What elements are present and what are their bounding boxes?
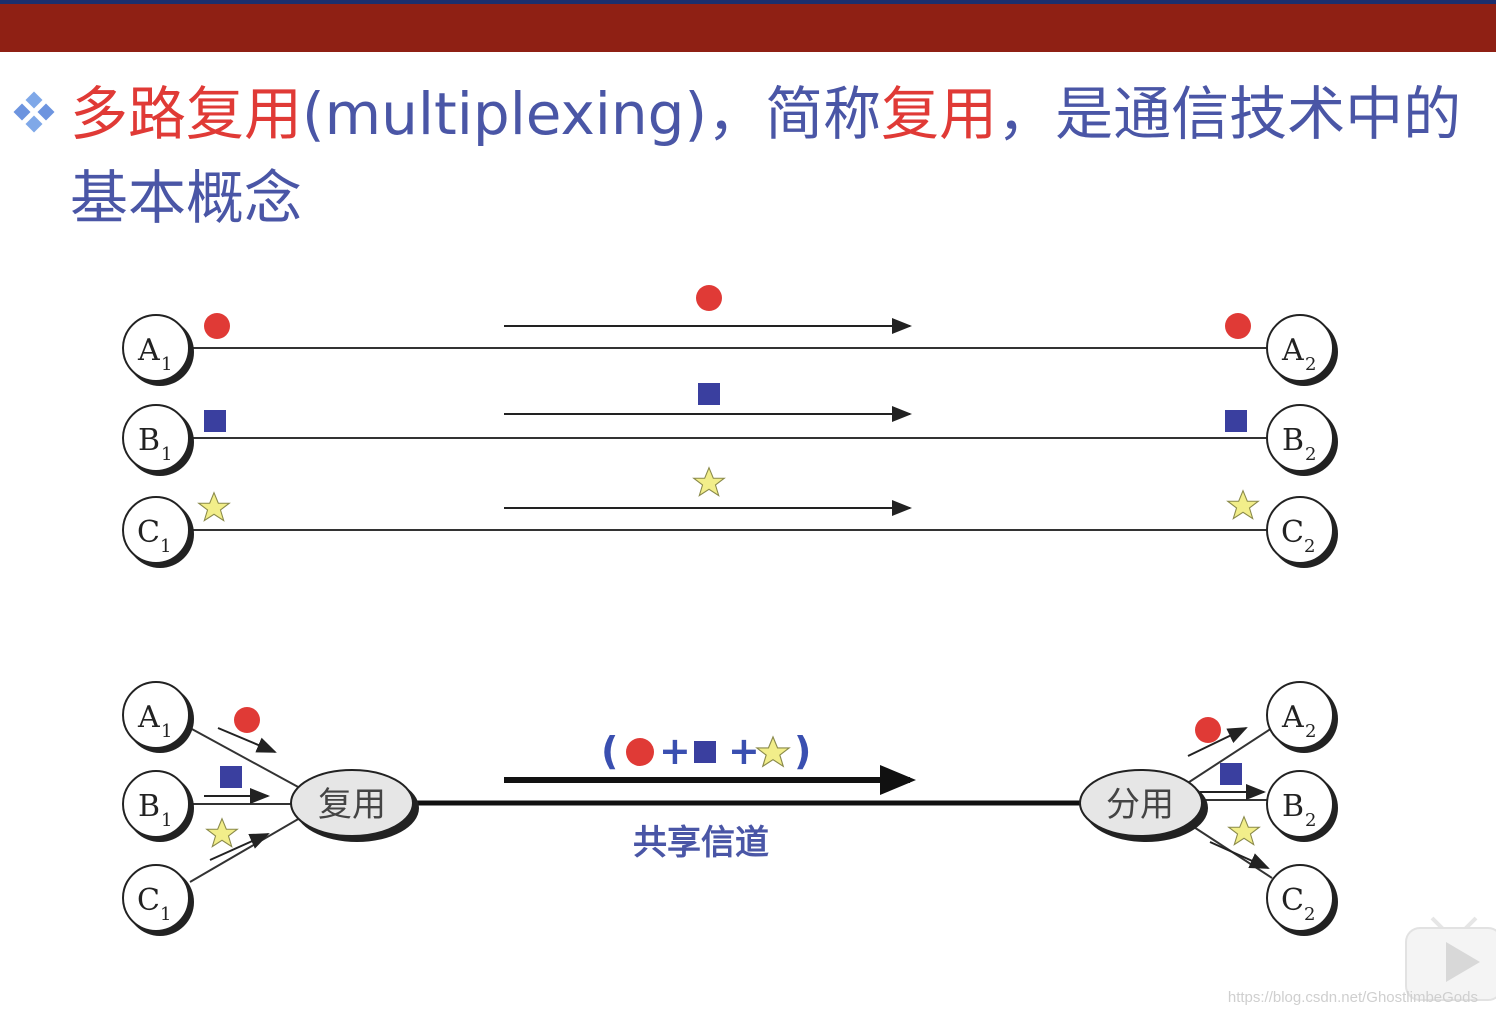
title-term: 多路复用 — [70, 80, 303, 148]
feed-arrow-a1 — [217, 727, 277, 753]
svg-text:1: 1 — [161, 721, 172, 742]
svg-text:(: ( — [601, 729, 618, 773]
star-signal-icon — [206, 818, 238, 848]
svg-text:2: 2 — [1304, 536, 1315, 557]
star-signal-icon — [1227, 490, 1259, 520]
square-signal-icon — [1220, 763, 1242, 785]
svg-text:分用: 分用 — [1106, 785, 1174, 825]
out-arrow-c2 — [1209, 841, 1270, 869]
square-signal-icon — [698, 383, 720, 405]
svg-text:C: C — [137, 883, 160, 918]
svg-text:2: 2 — [1305, 810, 1316, 831]
circle-signal-icon — [696, 285, 722, 311]
square-signal-icon — [694, 741, 716, 763]
circle-signal-icon — [626, 738, 654, 766]
svg-text:2: 2 — [1304, 904, 1315, 925]
svg-text:C: C — [137, 515, 160, 550]
svg-text:1: 1 — [161, 810, 172, 831]
square-signal-icon — [220, 766, 242, 788]
svg-text:+: + — [659, 729, 691, 773]
demux-node: 分用 — [1079, 769, 1208, 842]
svg-text:A: A — [1281, 700, 1304, 735]
svg-text:A: A — [137, 333, 160, 368]
feed-line-a1 — [189, 727, 301, 789]
circle-signal-icon — [204, 313, 230, 339]
mux-node: 复用 — [290, 769, 419, 842]
combined-signal: ( + + ) — [601, 729, 811, 773]
title-text-2: ，是通信技术中的基本概念 — [70, 80, 1462, 232]
title-text-1: (multiplexing)，简称 — [302, 80, 882, 148]
star-signal-icon — [693, 467, 725, 497]
star-signal-icon — [198, 492, 230, 522]
title-term-short: 复用 — [881, 80, 998, 148]
circle-signal-icon — [1225, 313, 1251, 339]
square-signal-icon — [1225, 410, 1247, 432]
watermark: https://blog.csdn.net/GhostlimbeGods — [1227, 989, 1478, 1006]
svg-text:): ) — [794, 729, 811, 773]
square-signal-icon — [204, 410, 226, 432]
svg-text:1: 1 — [160, 904, 171, 925]
shared-channel-label: 共享信道 — [633, 823, 769, 863]
page-title: 多路复用(multiplexing)，简称复用，是通信技术中的基本概念 — [70, 72, 1470, 240]
circle-signal-icon — [234, 707, 260, 733]
svg-text:1: 1 — [160, 536, 171, 557]
svg-text:B: B — [138, 789, 160, 824]
out-line-a2 — [1179, 727, 1273, 789]
star-signal-icon — [1228, 816, 1260, 846]
svg-text:+: + — [728, 729, 760, 773]
feed-line-c1 — [189, 817, 301, 883]
svg-text:复用: 复用 — [318, 785, 386, 825]
play-icon[interactable] — [1404, 916, 1496, 1002]
svg-text:C: C — [1281, 515, 1304, 550]
star-signal-icon — [756, 736, 790, 767]
circle-signal-icon — [1195, 717, 1221, 743]
out-arrow-a2 — [1187, 727, 1248, 757]
svg-text:B: B — [138, 423, 160, 458]
svg-text:C: C — [1281, 883, 1304, 918]
svg-text:2: 2 — [1305, 444, 1316, 465]
svg-text:2: 2 — [1305, 721, 1316, 742]
feed-arrow-c1 — [209, 833, 270, 861]
svg-text:2: 2 — [1305, 354, 1316, 375]
bullet-diamond-icon — [13, 91, 55, 133]
header-bar — [0, 0, 1496, 52]
svg-text:1: 1 — [161, 444, 172, 465]
svg-text:A: A — [137, 700, 160, 735]
svg-text:A: A — [1281, 333, 1304, 368]
svg-text:1: 1 — [161, 354, 172, 375]
svg-text:B: B — [1282, 423, 1304, 458]
svg-text:B: B — [1282, 789, 1304, 824]
